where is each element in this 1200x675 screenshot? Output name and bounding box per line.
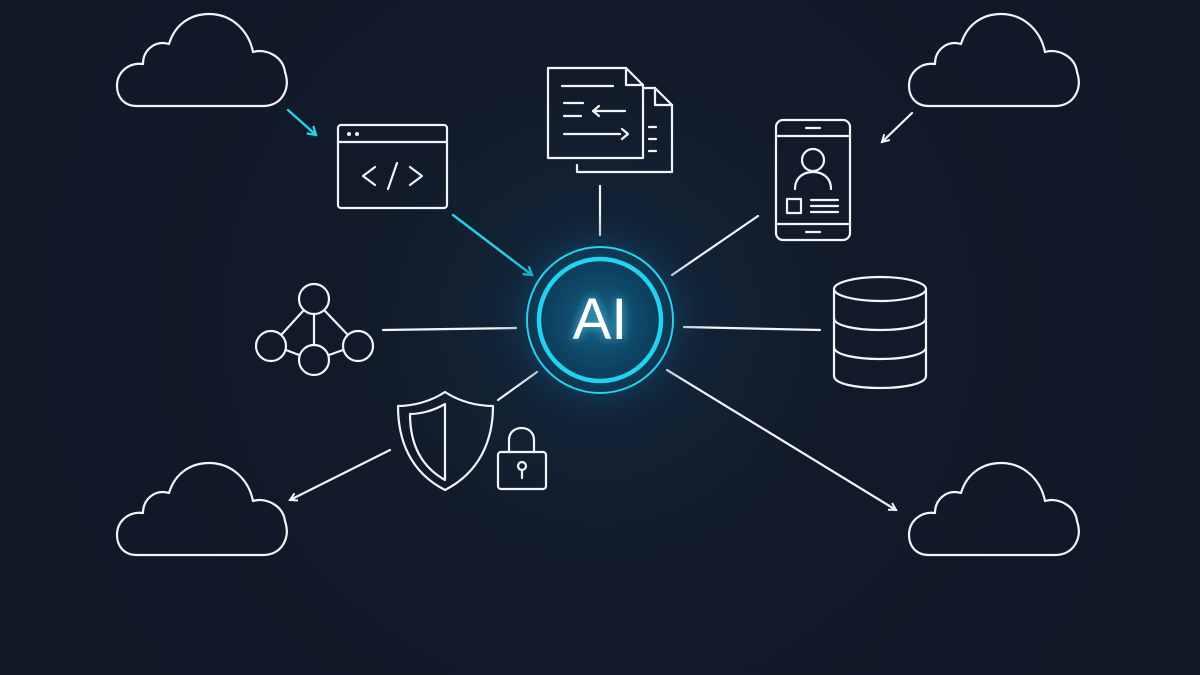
database-icon <box>832 275 928 390</box>
ai-to-cloud-arrow <box>665 368 896 512</box>
ai-hub-label: AI <box>572 287 628 352</box>
cloud-icon <box>115 12 288 108</box>
cloud-to-mobile-arrow <box>882 111 914 142</box>
mobile-profile-icon <box>774 118 852 242</box>
code-window-icon <box>336 123 449 210</box>
documents-icon <box>546 66 674 174</box>
cloud-icon <box>907 461 1080 557</box>
lock-icon <box>496 426 548 491</box>
security-to-cloud-arrow <box>290 448 392 500</box>
cloud-icon <box>907 12 1080 108</box>
network-graph-icon <box>254 282 375 377</box>
cloud-icon <box>115 461 288 557</box>
ai-hub <box>490 210 710 430</box>
cloud-to-code-arrow <box>286 108 318 137</box>
shield-icon <box>396 390 495 492</box>
